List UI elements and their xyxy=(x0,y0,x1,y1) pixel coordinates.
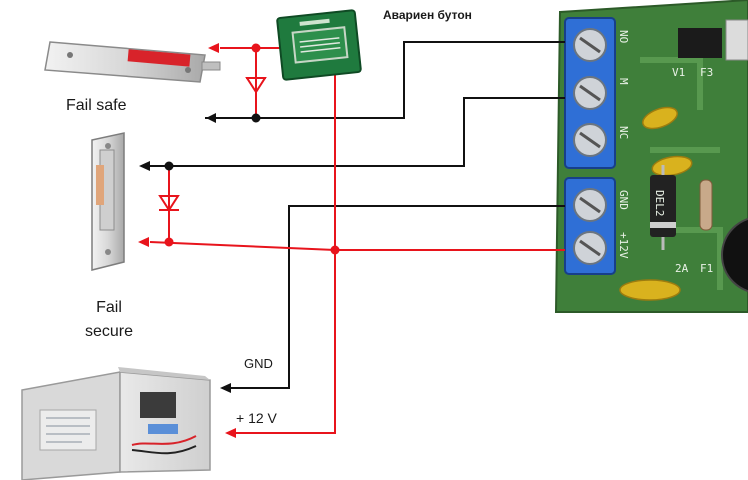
control-board: NO M NC GND +12V F1 2A F3 V1 DEL2 xyxy=(554,0,748,313)
silk-no: NO xyxy=(617,30,630,43)
emergency-button-label: Авариен бутон xyxy=(383,8,472,22)
junctions xyxy=(164,43,340,255)
diode-fail-safe xyxy=(245,77,267,94)
fail-secure-label-line1: Fail xyxy=(96,299,122,316)
silk-f1: F1 xyxy=(700,262,713,275)
terminal-screw-com[interactable] xyxy=(573,76,607,110)
silk-nc: NC xyxy=(617,126,630,139)
wire-fail-secure-negative xyxy=(150,97,565,167)
fail-secure-label-line2: secure xyxy=(85,323,134,340)
board-resistor xyxy=(699,179,713,231)
gnd-label: GND xyxy=(244,356,273,371)
fail-secure-label: Fail secure xyxy=(85,296,133,344)
power-supply-box xyxy=(21,367,211,480)
terminal-screw-no[interactable] xyxy=(573,28,607,62)
silk-2a: 2A xyxy=(675,262,689,275)
board-diode xyxy=(650,165,676,250)
wire-gnd xyxy=(230,205,565,389)
wire-button-feed xyxy=(316,47,336,250)
plus-12v-label: + 12 V xyxy=(236,410,277,426)
wire-fail-secure-positive xyxy=(149,241,336,251)
wire-fail-safe-negative xyxy=(218,41,565,119)
terminal-screw-nc[interactable] xyxy=(573,123,607,157)
fail-safe-lock xyxy=(44,41,221,83)
emergency-call-point[interactable] xyxy=(276,9,362,81)
diode-fail-secure xyxy=(158,195,180,212)
silk-f3: F3 xyxy=(700,66,713,79)
board-component xyxy=(725,19,748,61)
terminal-block-relay xyxy=(564,17,616,169)
arrowheads xyxy=(138,43,236,438)
terminal-screw-12v[interactable] xyxy=(573,231,607,265)
silk-m: M xyxy=(617,78,630,85)
electrolytic-capacitor xyxy=(721,217,748,293)
fail-safe-label: Fail safe xyxy=(66,97,127,114)
board-silkscreen: NO M NC GND +12V F1 2A F3 V1 DEL2 xyxy=(617,30,713,275)
terminal-block-power xyxy=(564,177,616,275)
board-chip xyxy=(678,28,722,58)
wire-plus-12v xyxy=(236,249,565,434)
fail-secure-lock xyxy=(91,132,125,271)
silk-v1: V1 xyxy=(672,66,685,79)
terminal-screw-gnd[interactable] xyxy=(573,188,607,222)
silk-del2: DEL2 xyxy=(653,190,666,217)
silk-12v: +12V xyxy=(617,232,630,259)
silk-gnd: GND xyxy=(617,190,630,210)
wires xyxy=(149,41,565,434)
